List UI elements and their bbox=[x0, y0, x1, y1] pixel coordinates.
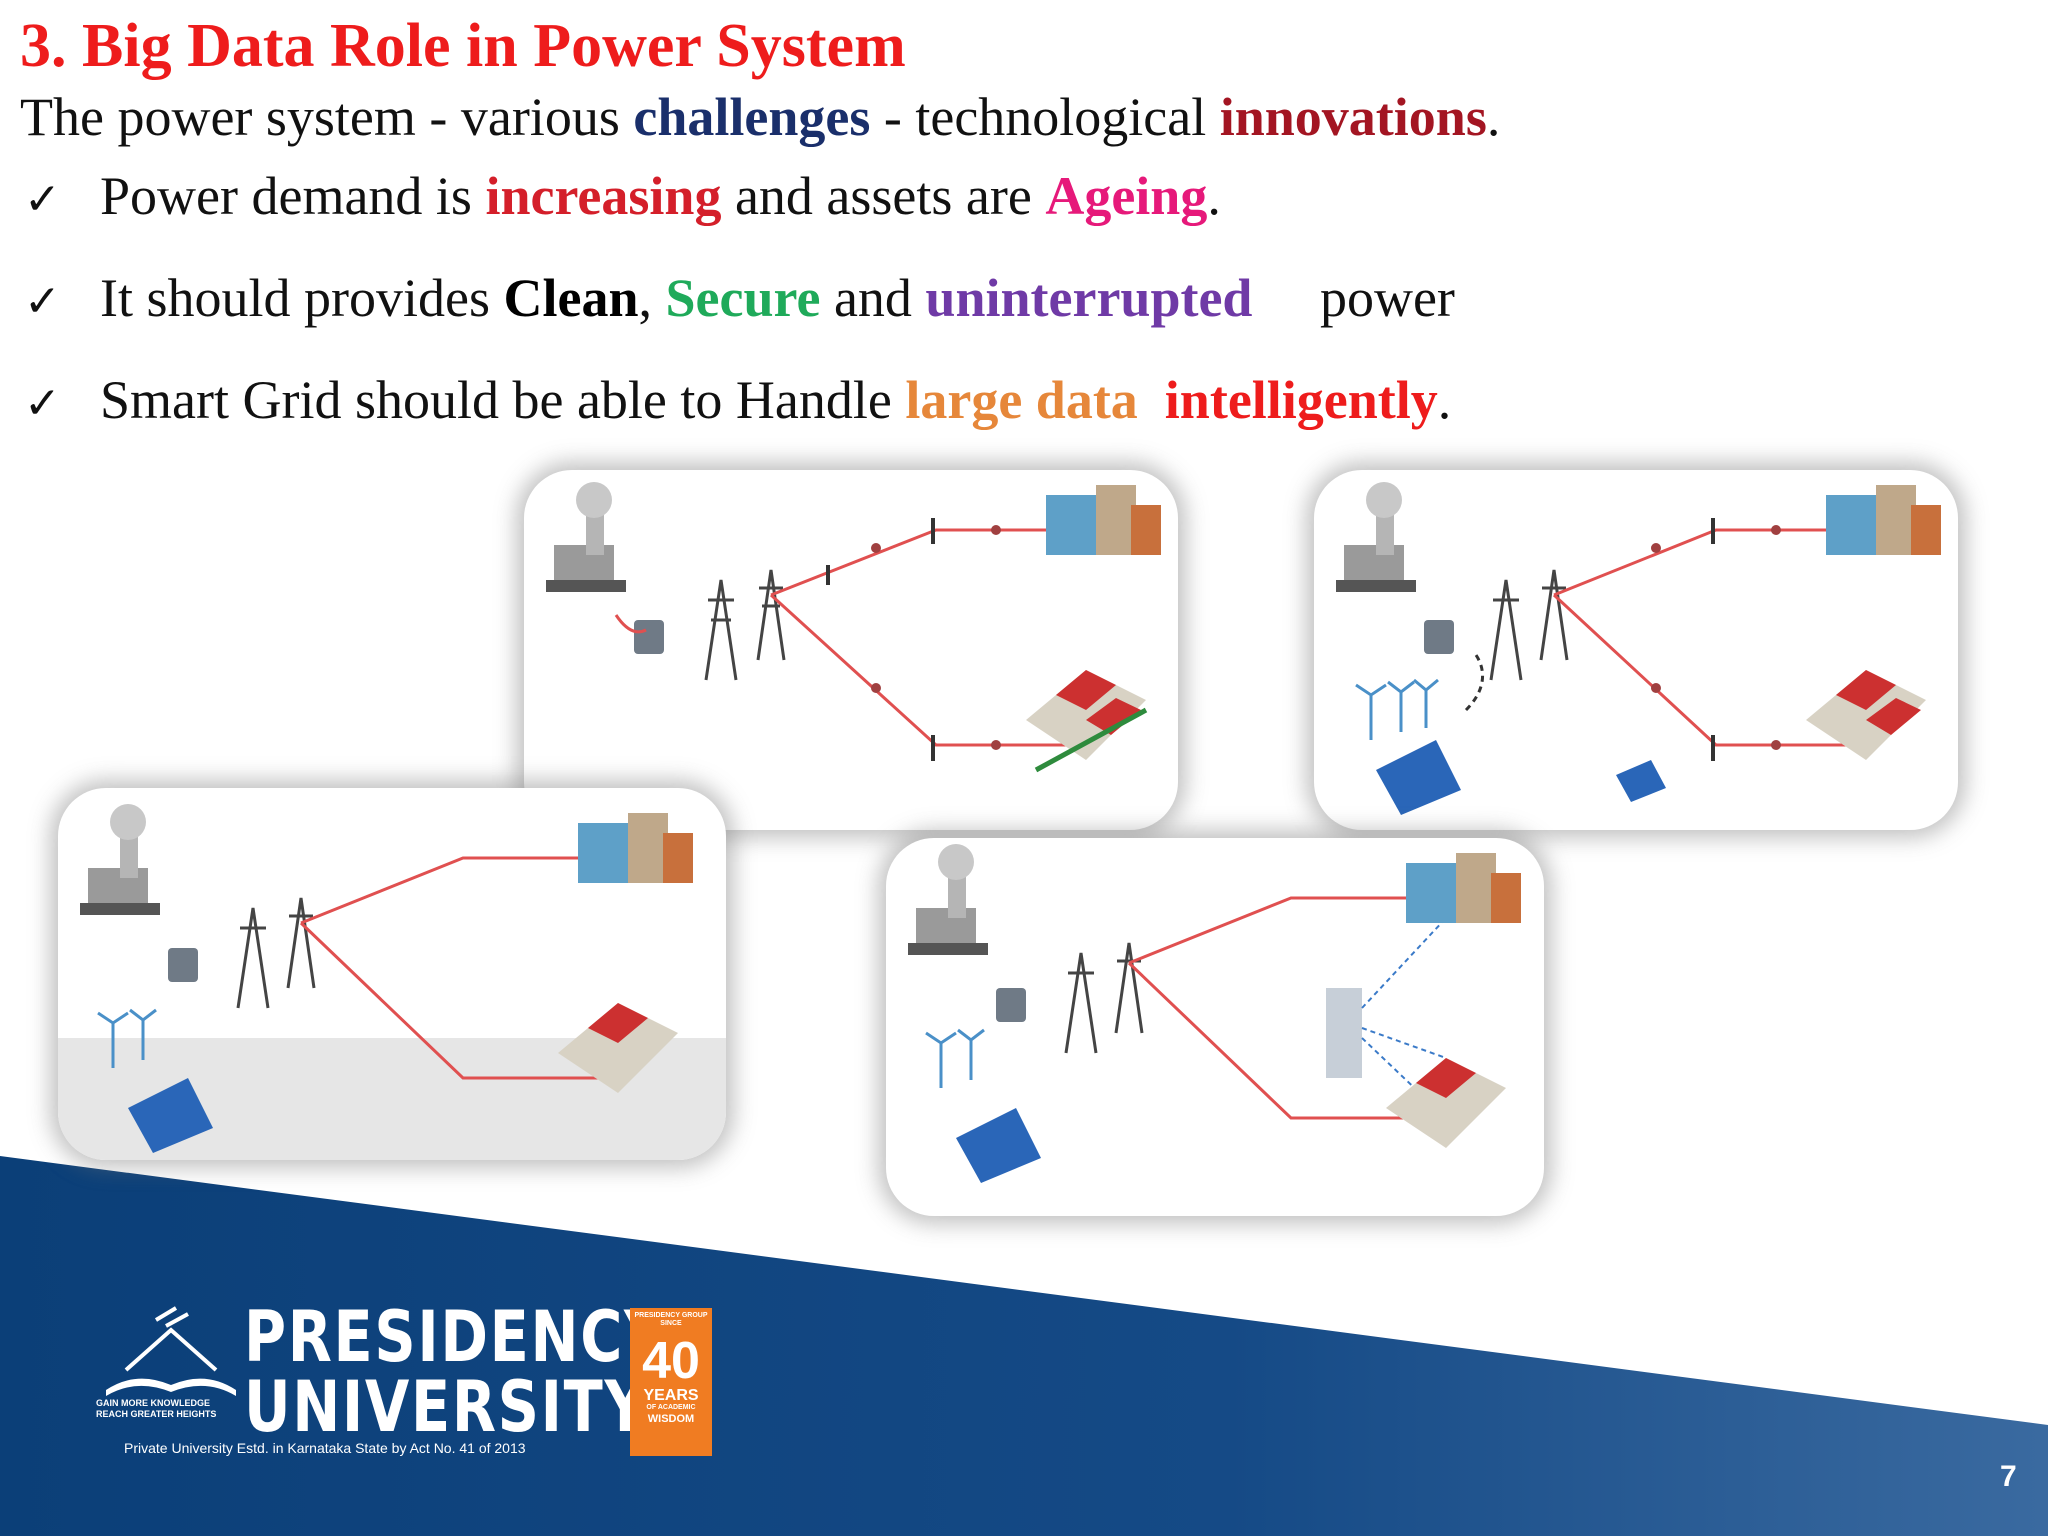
grid-illustration-smart bbox=[886, 838, 1544, 1216]
university-name-line2: UNIVERSITY bbox=[244, 1366, 648, 1448]
building-icon bbox=[1046, 485, 1161, 555]
solar-panel-icon bbox=[1616, 760, 1666, 802]
transformer-icon bbox=[168, 948, 198, 982]
house-icon bbox=[1386, 1058, 1506, 1148]
slide-title: 3. Big Data Role in Power System bbox=[20, 12, 906, 80]
bullet-clean-power: ✓It should provides Clean, Secure and un… bbox=[24, 268, 1455, 328]
grid-illustration-distributed bbox=[58, 788, 726, 1160]
logo-book-icon bbox=[106, 1306, 236, 1396]
building-icon bbox=[578, 813, 693, 883]
solar-panel-icon bbox=[128, 1078, 213, 1153]
bullet-demand: ✓Power demand is increasing and assets a… bbox=[24, 166, 1221, 226]
transformer-icon bbox=[634, 620, 664, 654]
power-plant-icon bbox=[80, 804, 160, 915]
data-center-icon bbox=[1326, 988, 1362, 1078]
anniversary-badge: PRESIDENCY GROUP SINCE 40 YEARS OF ACADE… bbox=[630, 1308, 712, 1456]
power-plant-icon bbox=[1336, 482, 1416, 592]
transformer-icon bbox=[996, 988, 1026, 1022]
grid-diagram-renewable bbox=[1336, 482, 1941, 815]
wind-turbine-icon bbox=[97, 1008, 157, 1068]
slide-subtitle: The power system - various challenges - … bbox=[20, 87, 1501, 147]
building-icon bbox=[1826, 485, 1941, 555]
power-plant-icon bbox=[908, 844, 988, 955]
grid-diagram-smart bbox=[908, 844, 1521, 1183]
house-icon bbox=[1806, 670, 1926, 760]
page-number: 7 bbox=[2000, 1460, 2017, 1493]
pylon-icon bbox=[236, 897, 316, 1009]
solar-panel-icon bbox=[1376, 740, 1461, 815]
house-icon bbox=[558, 1003, 678, 1093]
grid-diagram-distributed bbox=[58, 804, 726, 1160]
university-name-line1: PRESIDENCY bbox=[244, 1296, 668, 1378]
transformer-icon bbox=[1424, 620, 1454, 654]
grid-illustration-basic bbox=[524, 470, 1178, 830]
pylon-icon bbox=[1064, 942, 1144, 1054]
university-established: Private University Estd. in Karnataka St… bbox=[124, 1440, 526, 1456]
pylon-icon bbox=[704, 569, 786, 681]
solar-panel-icon bbox=[956, 1108, 1041, 1183]
checkmark-icon: ✓ bbox=[24, 378, 61, 429]
power-plant-icon bbox=[546, 482, 626, 592]
bullet-smart-grid: ✓Smart Grid should be able to Handle lar… bbox=[24, 370, 1452, 430]
pylon-icon bbox=[1489, 569, 1569, 681]
wind-turbine-icon bbox=[925, 1028, 985, 1088]
university-tagline: GAIN MORE KNOWLEDGE REACH GREATER HEIGHT… bbox=[96, 1398, 217, 1420]
checkmark-icon: ✓ bbox=[24, 276, 61, 327]
wind-turbine-icon bbox=[1355, 678, 1439, 740]
house-icon bbox=[1026, 670, 1148, 773]
grid-illustration-renewable bbox=[1314, 470, 1958, 830]
grid-diagram-basic bbox=[546, 482, 1161, 773]
checkmark-icon: ✓ bbox=[24, 174, 61, 225]
building-icon bbox=[1406, 853, 1521, 923]
